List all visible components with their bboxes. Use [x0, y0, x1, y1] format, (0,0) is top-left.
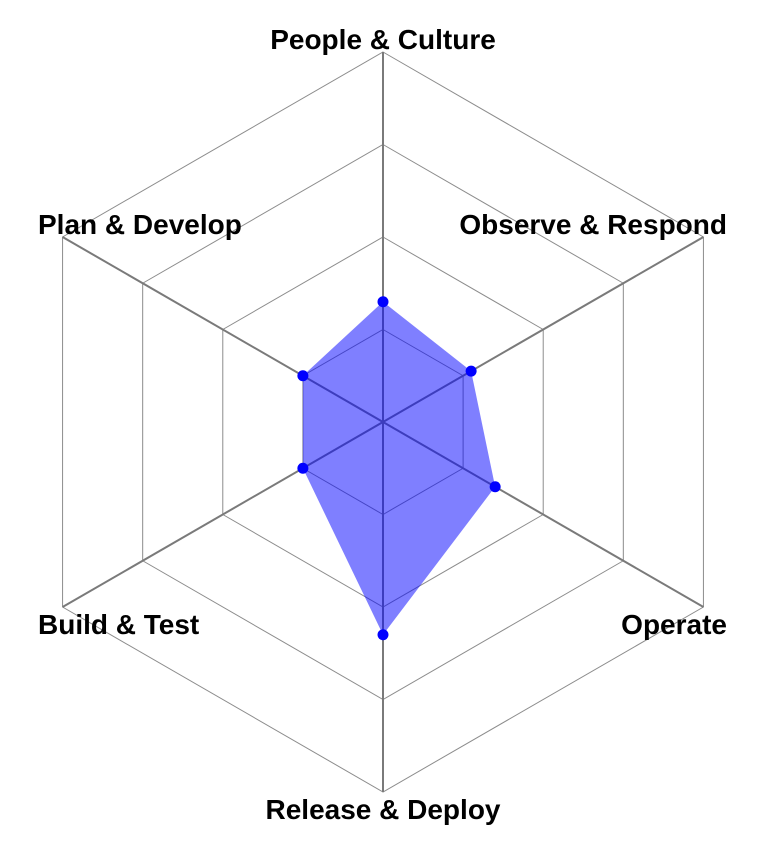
axis-label-release-deploy: Release & Deploy	[266, 794, 501, 825]
axis-label-people-culture: People & Culture	[270, 24, 496, 55]
data-series-layer	[297, 296, 501, 641]
axis-labels: People & Culture Observe & Respond Opera…	[38, 24, 727, 825]
axis-label-operate: Operate	[621, 609, 727, 640]
data-point-1	[377, 296, 389, 308]
series-1-area	[302, 301, 496, 635]
data-point-2	[465, 365, 477, 377]
data-point-6	[297, 370, 309, 382]
axis-label-observe-respond: Observe & Respond	[459, 209, 727, 240]
data-point-3	[489, 481, 501, 493]
data-point-4	[377, 629, 389, 641]
axis-label-plan-develop: Plan & Develop	[38, 209, 242, 240]
data-point-5	[297, 462, 309, 474]
axis-label-build-test: Build & Test	[38, 609, 199, 640]
